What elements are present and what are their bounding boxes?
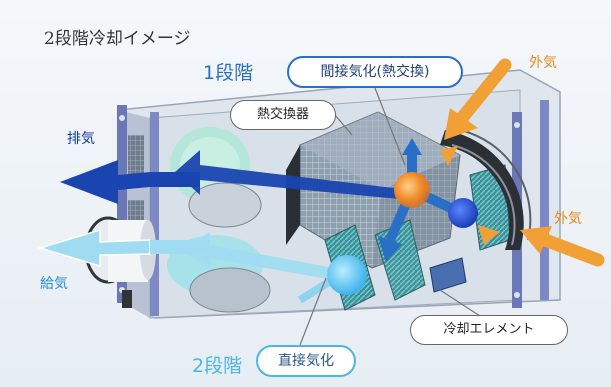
outside-air-label-top: 外気	[529, 55, 557, 71]
direct-point	[327, 255, 367, 295]
cooled-air-point	[448, 198, 478, 228]
frame-post-left	[117, 105, 127, 303]
direct-evaporation-label: 直接気化	[256, 345, 356, 377]
exhaust-label: 排気	[67, 131, 95, 147]
intake-louver	[440, 129, 532, 250]
exhaust-arrow	[60, 150, 410, 204]
stage1-label: 1段階	[203, 62, 254, 84]
heat-exchanger-label: 熱交換器	[230, 100, 336, 130]
leader-lines	[299, 87, 481, 346]
stage2-label: 2段階	[192, 355, 243, 377]
outside-air-label-right: 外気	[554, 211, 582, 227]
frame-post-right-outer	[540, 100, 549, 300]
cooling-element-label: 冷却エレメント	[410, 315, 568, 345]
indirect-evaporation-label: 間接気化(熱交換)	[287, 56, 463, 88]
supply-label: 給気	[40, 276, 68, 292]
outside-air-arrows	[440, 58, 605, 267]
indirect-point	[394, 172, 430, 208]
diagram-title: 2段階冷却イメージ	[44, 29, 191, 49]
frame-post-left-inner	[150, 112, 159, 316]
